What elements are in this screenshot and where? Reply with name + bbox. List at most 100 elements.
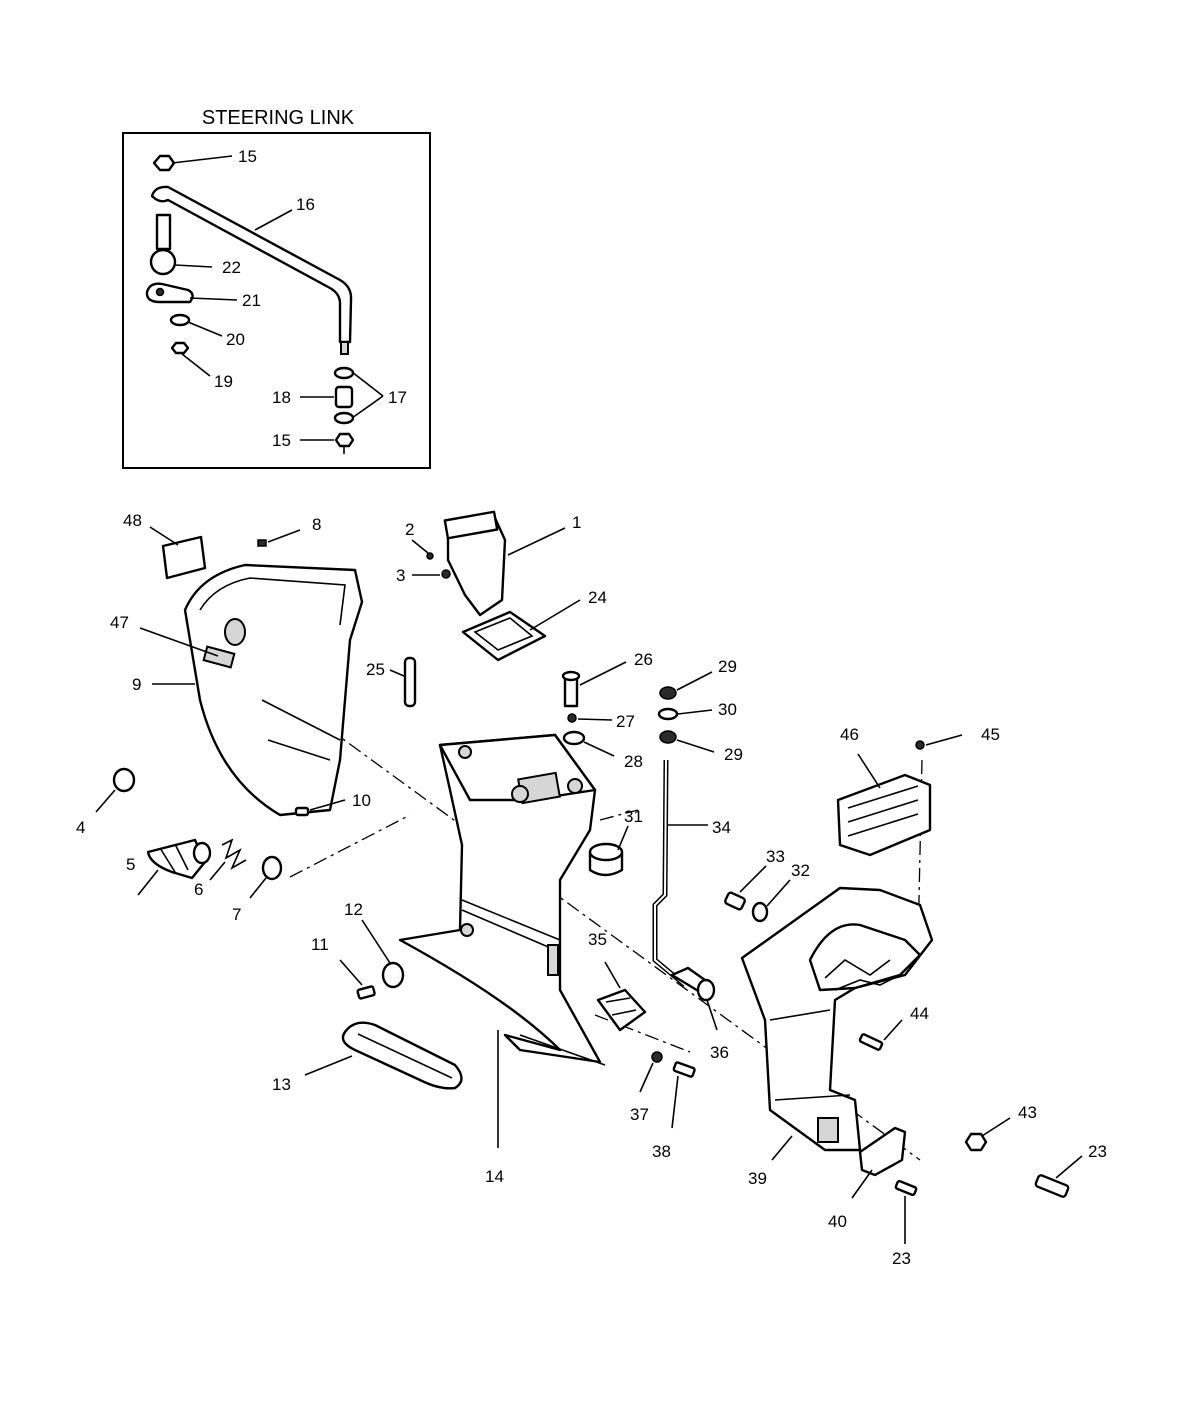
- washer-28-icon: [562, 730, 586, 746]
- callout-47: 47: [110, 613, 129, 632]
- callout-10: 10: [352, 791, 371, 810]
- callout-23-right: 23: [1088, 1142, 1107, 1161]
- callout-45: 45: [981, 725, 1000, 744]
- callout-32: 32: [791, 861, 810, 880]
- screw-3-icon: [441, 569, 451, 579]
- callout-14: 14: [485, 1167, 504, 1186]
- nut-29-lower-icon: [659, 730, 677, 744]
- swivel-bracket-39: [740, 886, 934, 1152]
- link-end-stud-icon: [340, 341, 349, 355]
- callout-1: 1: [572, 513, 581, 532]
- callout-37: 37: [630, 1105, 649, 1124]
- nut-top-icon: [152, 154, 176, 172]
- bolt-11-icon: [356, 985, 376, 1000]
- gasket-24-icon: [461, 610, 547, 662]
- mounting-plate-icon: [145, 282, 194, 304]
- decal-48-icon: [161, 535, 207, 580]
- bushing-18-icon: [334, 385, 354, 409]
- callout-3: 3: [396, 566, 405, 585]
- callout-6: 6: [194, 880, 203, 899]
- housing-body-icon: [183, 563, 364, 817]
- callout-29-lower: 29: [724, 745, 743, 764]
- screw-10-icon: [294, 806, 310, 817]
- pin-25-icon: [403, 656, 417, 708]
- callout-44: 44: [910, 1004, 929, 1023]
- callout-46: 46: [840, 725, 859, 744]
- washer-32-icon: [751, 901, 769, 923]
- callout-5: 5: [126, 855, 135, 874]
- anode-plate-40-icon: [858, 1126, 907, 1177]
- washer-20-icon: [169, 313, 191, 327]
- callout-9: 9: [132, 675, 141, 694]
- spring-6-icon: [221, 838, 247, 870]
- callout-7: 7: [232, 905, 241, 924]
- callout-15: 15: [238, 147, 257, 166]
- nut-43-icon: [964, 1132, 988, 1152]
- callout-34: 34: [712, 818, 731, 837]
- callout-48: 48: [123, 511, 142, 530]
- callout-21: 21: [242, 291, 261, 310]
- bolt-33-icon: [724, 891, 746, 911]
- callout-36: 36: [710, 1043, 729, 1062]
- callout-2: 2: [405, 520, 414, 539]
- housing-casting-icon: [398, 733, 602, 1064]
- ball-stud-icon: [149, 248, 177, 276]
- inset-title: STEERING LINK: [202, 107, 355, 129]
- callout-8: 8: [312, 515, 321, 534]
- callout-30: 30: [718, 700, 737, 719]
- bolt-38-icon: [672, 1061, 696, 1078]
- bracket-plate-icon: [808, 923, 922, 992]
- plate-hole-icon: [155, 287, 165, 297]
- callout-12: 12: [344, 900, 363, 919]
- ball-stud-shank-icon: [155, 213, 172, 251]
- callout-28: 28: [624, 752, 643, 771]
- callout-16: 16: [296, 195, 315, 214]
- assembly-axis-line-3: [594, 1014, 691, 1053]
- boot-5-icon: [146, 838, 207, 880]
- cover-46-icon: [836, 773, 932, 857]
- callout-35: 35: [588, 930, 607, 949]
- callout-33: 33: [766, 847, 785, 866]
- callout-25: 25: [366, 660, 385, 679]
- washer-17-top-icon: [333, 366, 355, 380]
- callout-38: 38: [652, 1142, 671, 1161]
- screw-8-icon: [257, 539, 267, 547]
- bolt-44-icon: [858, 1033, 884, 1051]
- lockwasher-27-icon: [567, 713, 577, 723]
- driveshaft-housing-14: [398, 733, 606, 1066]
- grommet-4-icon: [112, 767, 136, 793]
- callout-23-lower: 23: [892, 1249, 911, 1268]
- callout-27: 27: [616, 712, 635, 731]
- callout-26: 26: [634, 650, 653, 669]
- callout-15-lower: 15: [272, 431, 291, 450]
- housing-port-icon: [224, 618, 246, 646]
- nut-bottom-icon: [334, 432, 355, 448]
- callout-40: 40: [828, 1212, 847, 1231]
- assembly-axis-line-2: [289, 814, 411, 878]
- clip-7-icon: [261, 855, 283, 881]
- callout-22: 22: [222, 258, 241, 277]
- callout-13: 13: [272, 1075, 291, 1094]
- callout-24: 24: [588, 588, 607, 607]
- housing-9: [183, 563, 364, 817]
- inset-frame: [122, 132, 431, 469]
- callout-31: 31: [624, 807, 643, 826]
- cover-plate-35-icon: [596, 988, 647, 1032]
- callout-29-upper: 29: [718, 657, 737, 676]
- housing-vent-icon: [202, 645, 236, 669]
- steering-link-inset: STEERING LINK 15 16: [122, 107, 431, 469]
- callout-39: 39: [748, 1169, 767, 1188]
- callout-4: 4: [76, 818, 85, 837]
- callout-11: 11: [311, 935, 329, 954]
- callout-20: 20: [226, 330, 245, 349]
- nut-29-upper-icon: [659, 686, 677, 700]
- exhaust-tube-flange-icon: [443, 510, 499, 540]
- bolt-23-lower-icon: [894, 1179, 918, 1197]
- screw-45-icon: [915, 740, 925, 750]
- assembly-axis-line-5: [599, 809, 639, 821]
- washer-30-icon: [657, 707, 679, 721]
- nut-19-icon: [170, 341, 190, 355]
- bolt-23-right-icon: [1034, 1174, 1070, 1198]
- washer-12-icon: [381, 961, 405, 989]
- callout-18: 18: [272, 388, 291, 407]
